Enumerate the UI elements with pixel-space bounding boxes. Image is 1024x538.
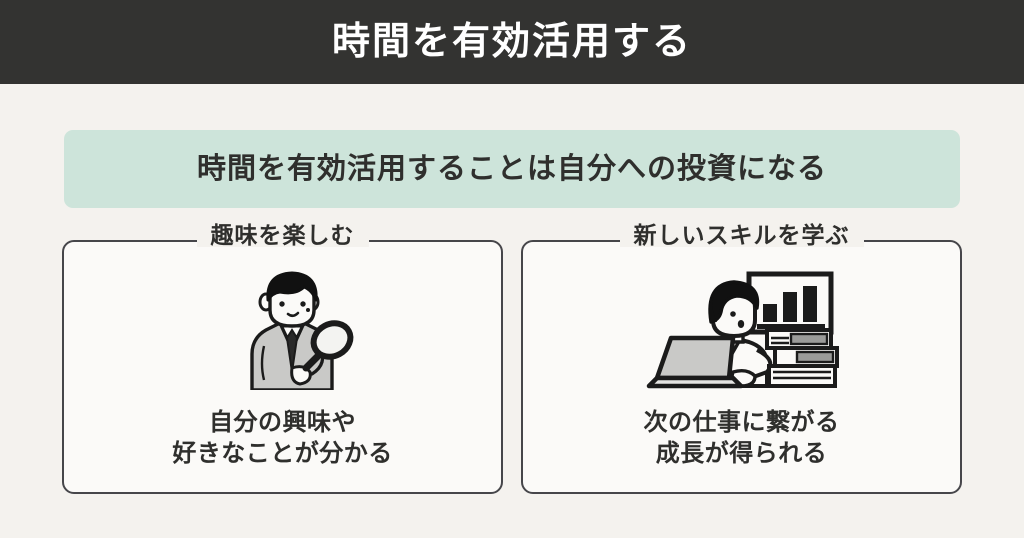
man-with-magnifying-glass-icon <box>64 266 501 391</box>
card-new-skill-caption-line1: 次の仕事に繋がる <box>643 408 840 436</box>
page-title: 時間を有効活用する <box>331 21 692 63</box>
card-new-skill: 新しいスキルを学ぶ <box>521 224 962 494</box>
card-new-skill-title: 新しいスキルを学ぶ <box>619 224 864 247</box>
header-bar: 時間を有効活用する <box>0 0 1024 84</box>
card-new-skill-caption: 次の仕事に繋がる 成長が得られる <box>523 407 960 470</box>
key-message-banner: 時間を有効活用することは自分への投資になる <box>64 130 960 208</box>
card-hobby: 趣味を楽しむ <box>62 224 503 494</box>
card-hobby-caption-line2: 好きなことが分かる <box>172 440 393 468</box>
key-message-text: 時間を有効活用することは自分への投資になる <box>196 152 827 185</box>
card-hobby-caption: 自分の興味や 好きなことが分かる <box>64 407 501 470</box>
cards-row: 趣味を楽しむ <box>62 224 962 494</box>
card-hobby-caption-line1: 自分の興味や <box>209 408 356 436</box>
card-hobby-title: 趣味を楽しむ <box>196 224 369 247</box>
card-new-skill-caption-line2: 成長が得られる <box>655 440 828 468</box>
person-studying-at-laptop-icon <box>523 266 960 391</box>
